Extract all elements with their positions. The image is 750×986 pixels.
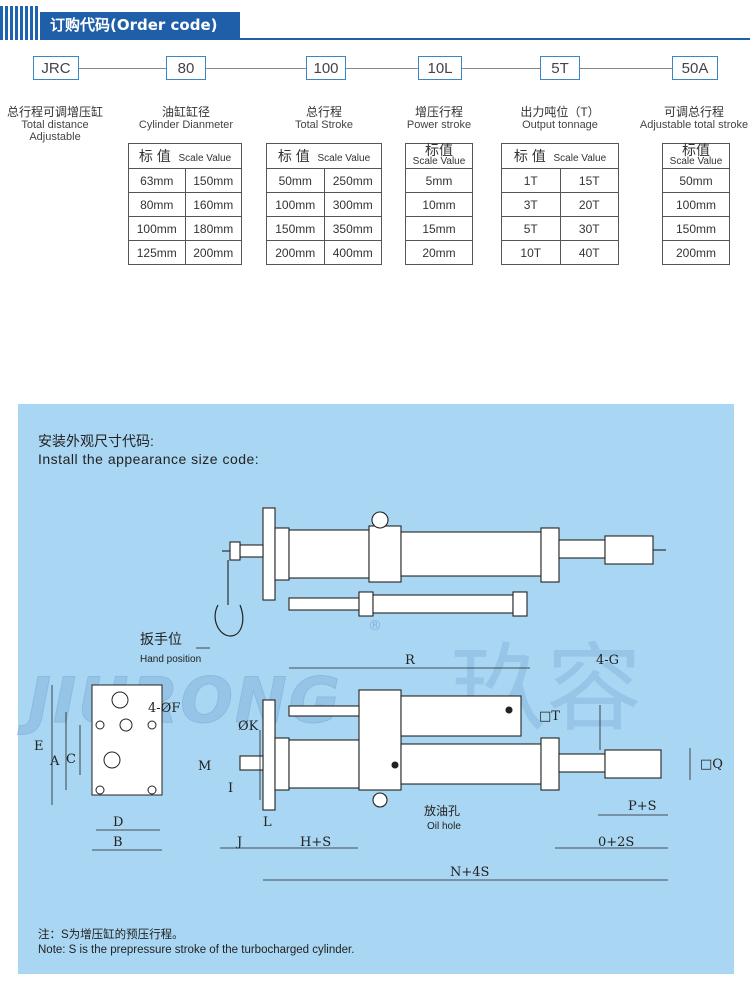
table-row: 20mm: [405, 240, 473, 265]
code-box-bore: 80: [166, 56, 206, 80]
end-view: [91, 684, 163, 796]
oil-hole-label-en: Oil hole: [427, 821, 461, 832]
dimension-labels: R 4-G 4-ØF ØK M I L □T □Q E A C D B J H+…: [34, 653, 723, 880]
code-box-model: JRC: [33, 56, 79, 80]
code-box-power: 10L: [418, 56, 462, 80]
dim-T: □T: [539, 709, 560, 724]
section-title: 订购代码(Order code): [40, 12, 240, 38]
code-box-adjustable: 50A: [672, 56, 718, 80]
code-label-tonnage: 出力吨位（T）Output tonnage: [520, 105, 600, 131]
dim-M: M: [198, 759, 211, 774]
hand-position-label-en: Hand position: [140, 654, 201, 665]
dim-HS: H+S: [300, 835, 331, 850]
dim-E: E: [34, 739, 44, 754]
table-header: 标 值 Scale Value: [128, 143, 242, 169]
hand-position-label: 扳手位: [140, 632, 182, 648]
table-row: 50mm: [662, 168, 730, 193]
dim-D: D: [113, 815, 123, 830]
dim-L: L: [263, 815, 272, 830]
dim-PS: P+S: [628, 799, 657, 814]
table-row: 10mm: [405, 192, 473, 217]
footnote: 注：S为增压缸的预压行程。 Note: S is the prepressure…: [38, 929, 355, 956]
dim-Q: □Q: [700, 757, 723, 772]
table-row: 15mm: [405, 216, 473, 241]
code-box-tonnage: 5T: [540, 56, 580, 80]
install-title: 安装外观尺寸代码: Install the appearance size co…: [38, 433, 260, 467]
dim-R: R: [405, 653, 416, 668]
dim-C: C: [66, 752, 76, 767]
dimension-lines: [51, 647, 691, 881]
code-connector-line: [60, 68, 700, 69]
table-row: 150mm: [662, 216, 730, 241]
dim-J: J: [235, 835, 242, 850]
section-header: 订购代码(Order code): [0, 6, 750, 40]
dim-G: 4-G: [596, 653, 619, 668]
dim-O2S: 0+2S: [598, 835, 634, 850]
side-view: [239, 689, 662, 811]
top-view: [214, 507, 666, 637]
dim-F: 4-ØF: [148, 701, 180, 716]
dim-B: B: [113, 835, 123, 850]
table-header: 标 值 Scale Value: [501, 143, 619, 169]
oil-hole-label: 放油孔: [424, 803, 460, 818]
dim-I: I: [228, 781, 233, 796]
header-rule: [40, 38, 750, 40]
code-box-stroke: 100: [306, 56, 346, 80]
dim-K: ØK: [238, 719, 259, 734]
dim-N4S: N+4S: [450, 865, 489, 880]
header-stripes: [0, 6, 40, 40]
watermark-brand: JIURONG: [17, 664, 342, 737]
table-row: 5mm: [405, 168, 473, 193]
dim-A: A: [49, 754, 60, 769]
table-row: 200mm: [662, 240, 730, 265]
watermark-registered: ®: [368, 618, 382, 634]
